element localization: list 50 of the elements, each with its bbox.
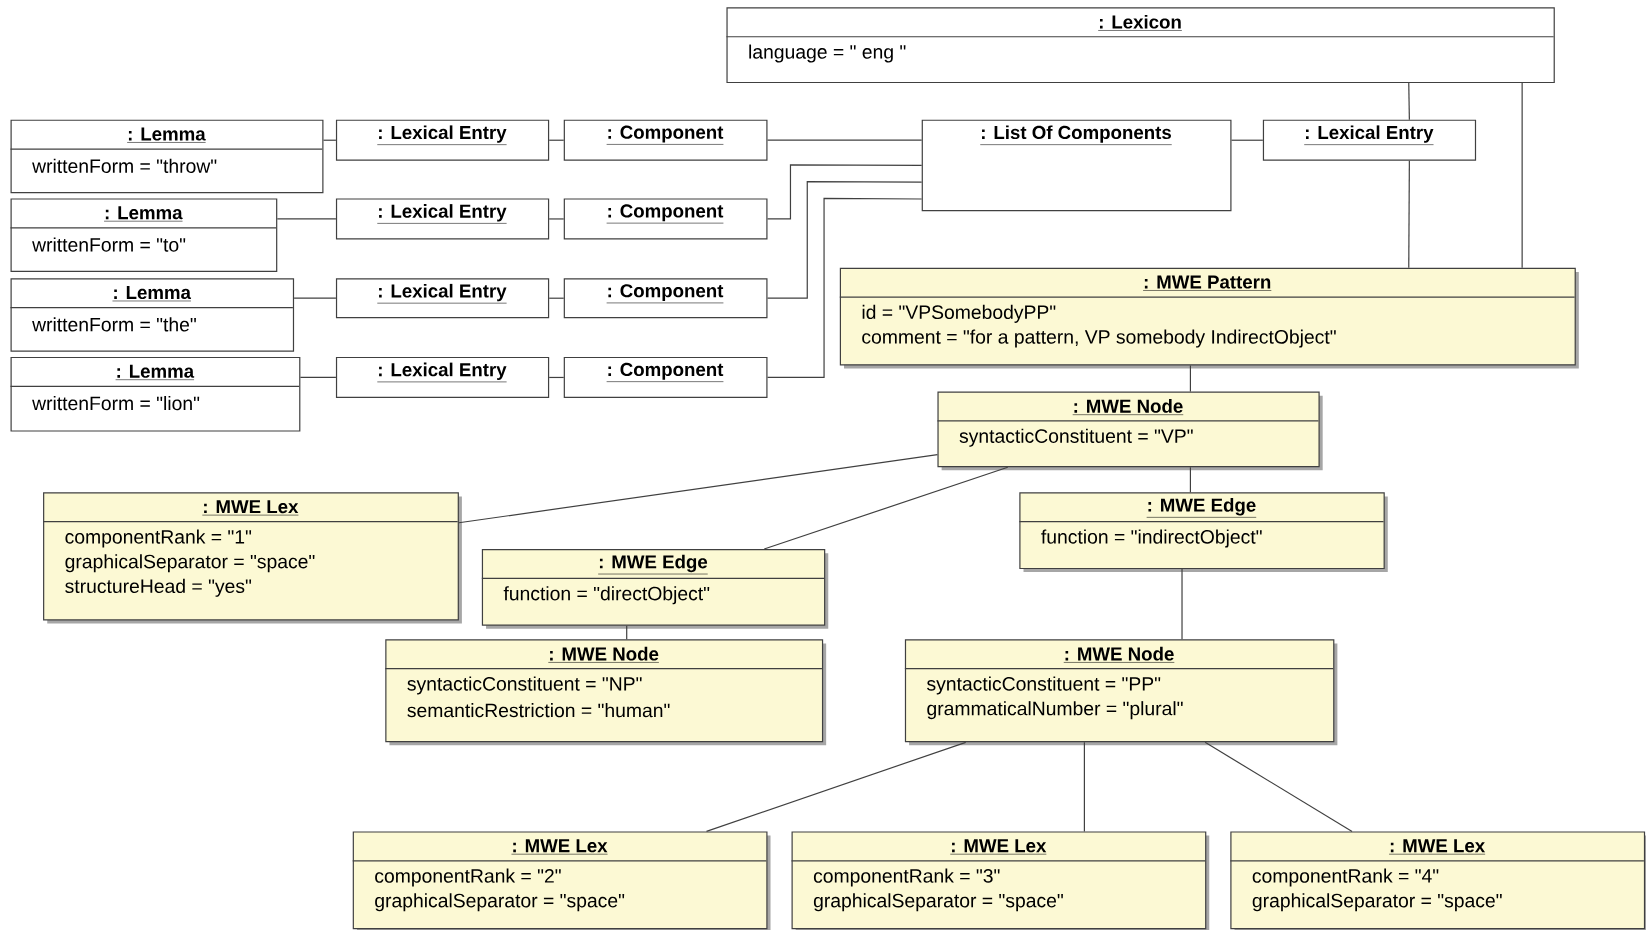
object-box: : Lemma writtenForm = "to" (9, 198, 278, 272)
connector-line (458, 453, 939, 524)
connector-line (766, 164, 923, 220)
connector-line (1181, 568, 1183, 640)
connector-line (322, 139, 337, 141)
object-box: : Lexicon language = " eng " (725, 7, 1555, 84)
connector-line (705, 741, 967, 832)
object-box: : MWE Lex componentRank = "2" graphicalSeparator = "space" (352, 831, 771, 930)
connector-line (1204, 741, 1353, 832)
object-box: : MWE Lex componentRank = "3" graphicalSeparator = "space" (790, 831, 1210, 930)
connector-line (1521, 82, 1523, 269)
object-box: : List Of Components (921, 119, 1232, 212)
connector-line (1189, 466, 1191, 493)
connector-line (1083, 741, 1085, 832)
object-box: : Lexical Entry (335, 278, 550, 319)
object-box: : Component (563, 356, 768, 398)
object-box: : MWE Lex componentRank = "1" graphicalSeparator = "space" structureHead = "yes" (42, 492, 462, 624)
object-box: : Lemma writtenForm = "the" (9, 278, 295, 352)
connector-line (766, 197, 923, 379)
object-box: : MWE Node syntacticConstituent = "VP" (936, 391, 1323, 471)
object-box: : Lexical Entry (1262, 119, 1477, 161)
connector-line (548, 376, 565, 379)
object-box: : MWE Edge function = "directObject" (481, 549, 829, 629)
connector-line (548, 297, 565, 299)
object-box: : Component (563, 119, 768, 161)
connector-line (276, 218, 337, 220)
connector-line (548, 139, 565, 141)
connector-line (1408, 160, 1410, 269)
object-box: : Lexical Entry (335, 356, 550, 398)
object-box: : Lexical Entry (335, 119, 550, 161)
object-box: : MWE Node syntacticConstituent = "NP" semanticRestriction = "human" (384, 639, 827, 746)
connector-line (299, 376, 337, 379)
object-box: : MWE Edge function = "indirectObject" (1018, 492, 1388, 573)
connector-line (1189, 364, 1191, 393)
connector-line (626, 625, 628, 640)
connector-line (1408, 82, 1410, 121)
object-box: : MWE Lex componentRank = "4" graphicalSeparator = "space" (1229, 831, 1646, 930)
object-box: : Lexical Entry (335, 198, 550, 240)
connector-line (763, 466, 1009, 550)
connector-line (766, 139, 923, 141)
object-box: : Lemma writtenForm = "lion" (9, 356, 301, 432)
connector-line (548, 218, 565, 220)
object-box: : MWE Pattern id = "VPSomebodyPP" comment = "for a pattern, VP somebody IndirectObject" (839, 267, 1579, 369)
object-box: : MWE Node syntacticConstituent = "PP" grammaticalNumber = "plural" (904, 639, 1338, 746)
object-box: : Lemma writtenForm = "throw" (9, 119, 324, 194)
connector-line (1230, 139, 1264, 141)
object-box: : Component (563, 198, 768, 240)
connector-line (766, 180, 923, 299)
object-box: : Component (563, 278, 768, 319)
connector-line (293, 297, 337, 299)
